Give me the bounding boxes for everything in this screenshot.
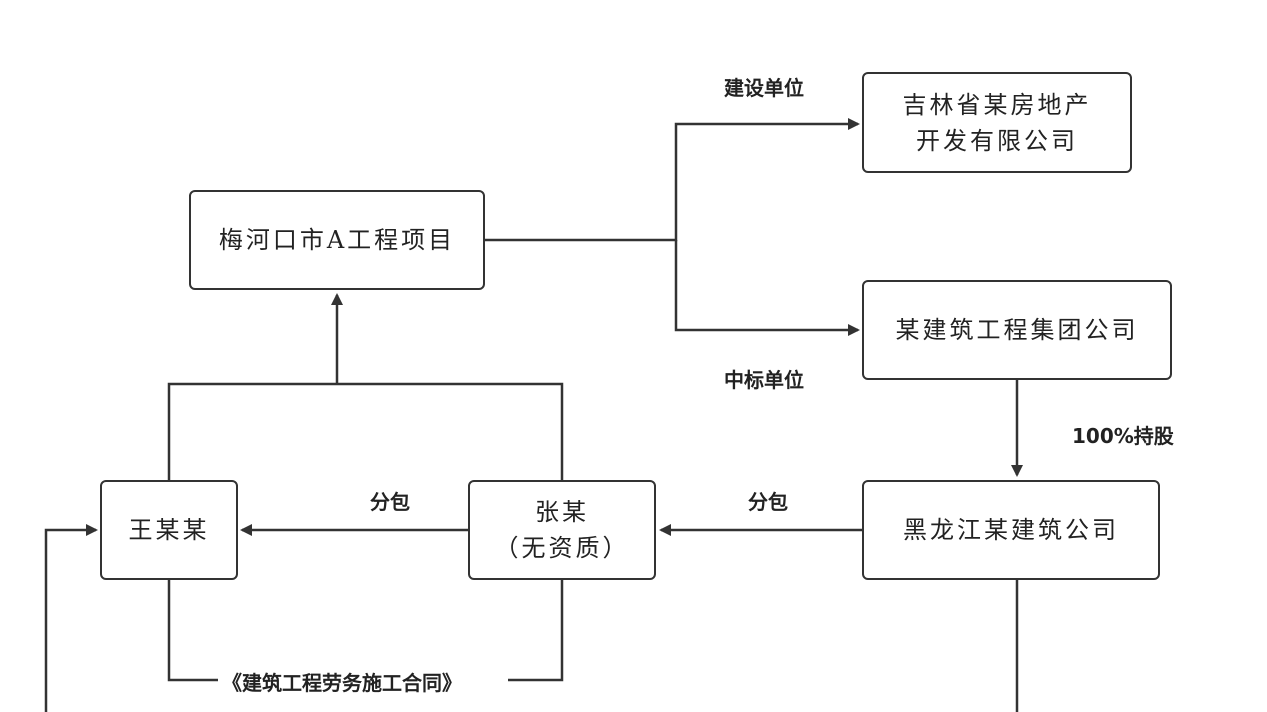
wang-label: 王某某 <box>128 516 210 544</box>
winning-bidder-label: 中标单位 <box>724 368 804 392</box>
line-contract-right <box>508 580 564 682</box>
group-company-label: 某建筑工程集团公司 <box>895 316 1139 344</box>
line-wang-zhang-to-project <box>167 382 564 480</box>
subcontract-left-label: 分包 <box>370 490 410 514</box>
project-node: 梅河口市A工程项目 <box>189 190 485 290</box>
zhang-label-line2: （无资质） <box>494 534 630 562</box>
contract-label: 《建筑工程劳务施工合同》 <box>218 667 466 696</box>
developer-label-line2: 开发有限公司 <box>916 126 1078 155</box>
group-company-node: 某建筑工程集团公司 <box>862 280 1172 380</box>
shareholding-label: 100%持股 <box>1072 424 1174 448</box>
line-contract-left <box>167 580 218 682</box>
line-project-to-developer <box>485 118 860 242</box>
developer-node: 吉林省某房地产 开发有限公司 <box>862 72 1132 173</box>
zhang-node: 张某 （无资质） <box>468 480 656 580</box>
construction-unit-label: 建设单位 <box>724 76 804 100</box>
heilongjiang-company-node: 黑龙江某建筑公司 <box>862 480 1160 580</box>
developer-label-line1: 吉林省某房地产 <box>902 90 1092 119</box>
line-project-to-group <box>674 240 860 336</box>
subcontract-right-label: 分包 <box>748 490 788 514</box>
zhang-label-line1: 张某 <box>535 498 589 526</box>
heilongjiang-company-label: 黑龙江某建筑公司 <box>903 516 1119 544</box>
wang-node: 王某某 <box>100 480 238 580</box>
line-left-feedback <box>44 524 98 712</box>
project-label: 梅河口市A工程项目 <box>218 226 456 254</box>
